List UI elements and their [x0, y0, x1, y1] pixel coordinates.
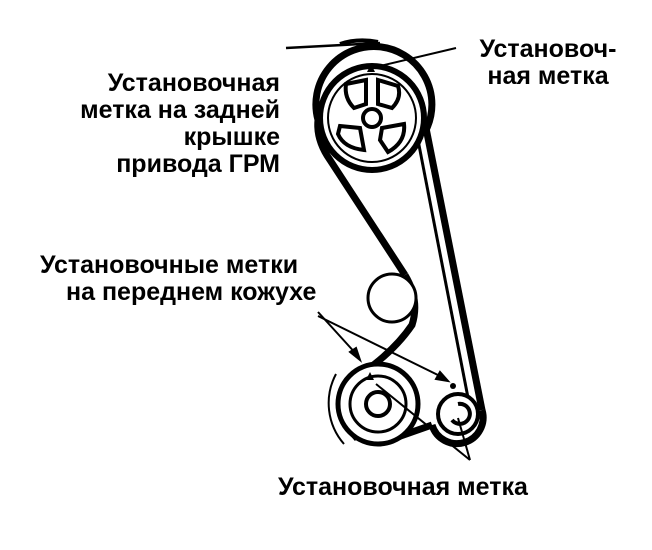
oil-pump-sprocket-icon	[436, 383, 480, 436]
top-right-mark-leader	[379, 47, 457, 67]
camshaft-sprocket-icon	[317, 63, 427, 173]
rear-cover-mark-line-4: привода ГРМ	[116, 150, 280, 178]
front-housing-marks-line-1: Установочные метки	[40, 251, 299, 279]
rear-cover-mark-line-1: Установочная	[107, 69, 280, 97]
crankshaft-sprocket-icon	[327, 361, 421, 447]
bottom-mark-label: Установочная метка	[278, 474, 528, 501]
front-housing-leaders	[317, 311, 451, 383]
rear-cover-mark-label: Установочная метка на задней крышке прив…	[40, 70, 280, 178]
rear-cover-mark-line-2: метка на задней	[80, 96, 280, 124]
rear-cover-mark-line-3: крышке	[183, 123, 280, 151]
bottom-mark-text: Установочная метка	[278, 473, 528, 501]
top-right-mark-line-2: ная метка	[487, 62, 609, 90]
top-right-mark-label: Установоч- ная метка	[458, 36, 638, 90]
front-housing-marks-line-2: на переднем кожухе	[66, 278, 317, 306]
bottom-mark-leaders	[375, 383, 471, 461]
idler-pulley-icon	[366, 272, 418, 324]
top-right-mark-line-1: Установоч-	[479, 35, 617, 63]
front-housing-marks-label: Установочные метки на переднем кожухе	[40, 252, 316, 306]
